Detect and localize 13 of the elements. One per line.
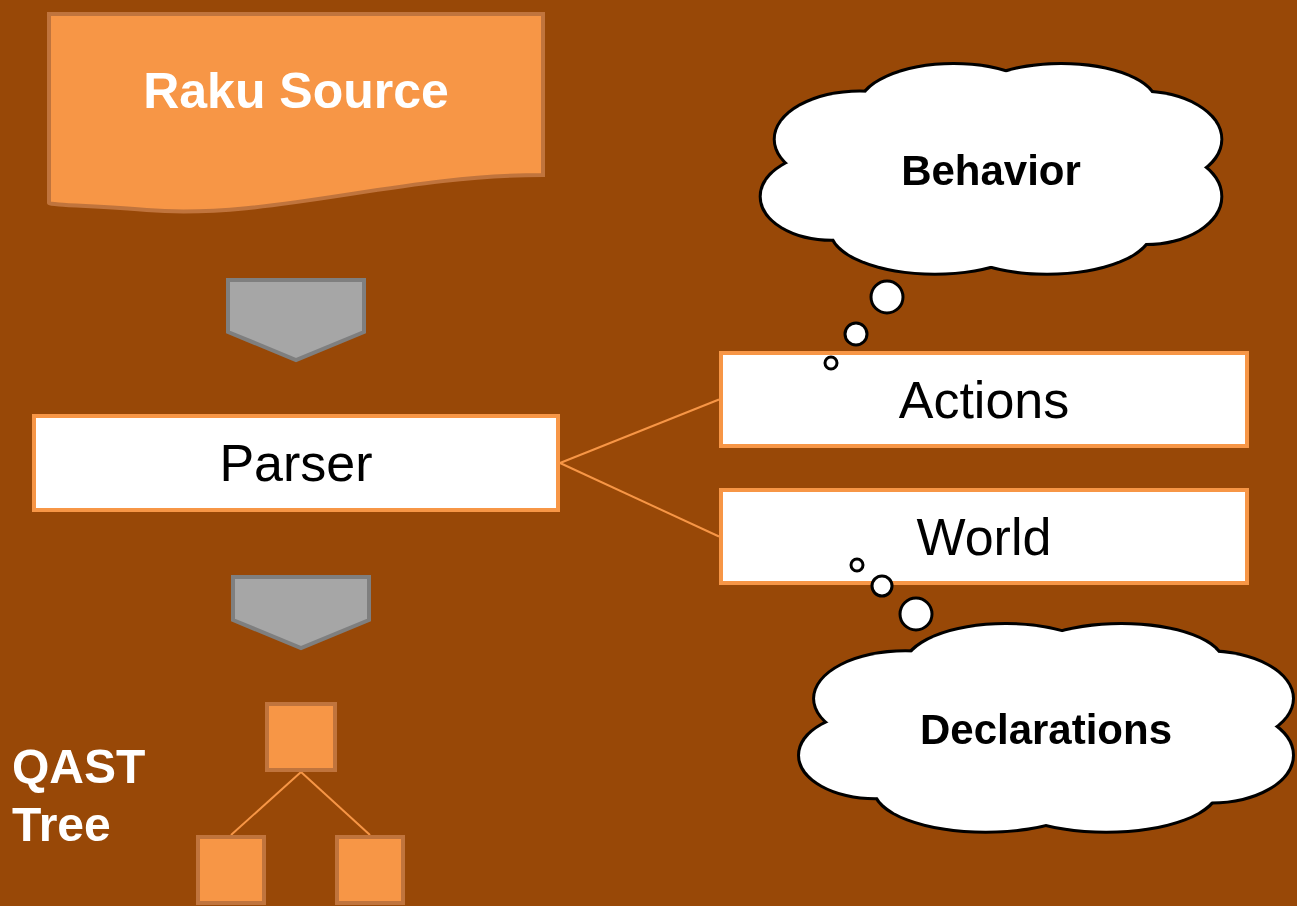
node-label: Parser (219, 433, 373, 493)
tree-caption: QAST Tree (12, 739, 147, 853)
node-label: Behavior (901, 147, 1081, 195)
node-label: Actions (898, 369, 1070, 430)
connector-line (559, 462, 720, 538)
connector-line (559, 398, 720, 464)
node-label: World (916, 506, 1052, 567)
node-label: Declarations (919, 706, 1173, 754)
block-arrow (231, 575, 371, 651)
connector-line (300, 771, 371, 836)
block-arrow (226, 278, 366, 363)
connector-line (230, 771, 302, 836)
node-label: Raku Source (143, 62, 449, 120)
